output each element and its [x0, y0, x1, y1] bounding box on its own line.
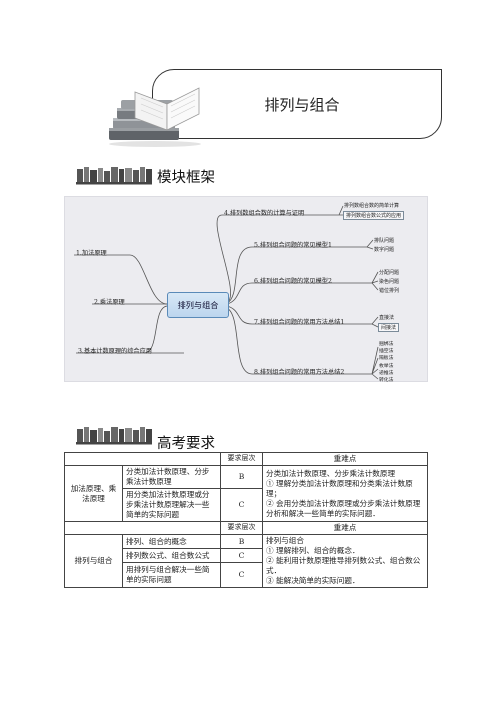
branch-label-6: 6.排列组合问题的常见模型2	[254, 278, 332, 285]
row-level: B	[220, 465, 263, 490]
leaf-item: 捆绑法	[379, 342, 394, 347]
leaf-item: 数字问题	[374, 247, 395, 253]
branch-label-combined: 3.基本计数原理的综合应用	[78, 348, 152, 355]
mind-map-center: 排列与组合	[167, 292, 229, 318]
branch-label-4: 4.排列数组合数的计算与证明	[224, 210, 305, 217]
row-level: C	[220, 562, 263, 589]
table-header-row: 要求层次 重难点	[64, 521, 428, 536]
key-points: 排列与组合 ① 理解排列、组合的概念． ② 能利用计数原理推导排列数公式、组合数…	[262, 534, 428, 589]
branch-label-addition: 1.加法原理	[76, 250, 107, 257]
header-key: 重难点	[262, 521, 428, 536]
leaf-item: 隔板法	[379, 356, 394, 362]
table-row: 排列与组合 排列、组合的概念 B 排列与组合 ① 理解排列、组合的概念． ② 能…	[64, 534, 428, 589]
bookshelf-icon	[76, 167, 152, 185]
leaf-item: 错位排列	[379, 288, 400, 294]
group-name: 排列与组合	[64, 534, 123, 589]
row-item: 用分类加法计数原理或分步乘法计数原理解决一些简单的实际问题	[122, 488, 221, 523]
table-row: 排列数公式、组合数公式 C	[65, 548, 428, 564]
leaf-item: 转化法	[379, 378, 394, 383]
leaf-item: 插空法	[379, 349, 394, 355]
mind-map-connectors	[74, 205, 379, 380]
branch-label-8: 8.排列组合问题的常用方法总结2	[254, 369, 345, 376]
title-banner	[152, 69, 442, 139]
leaf-item: 递推法	[379, 370, 394, 376]
row-item: 排列数公式、组合数公式	[122, 548, 221, 564]
header-level: 要求层次	[220, 521, 263, 536]
bookshelf-icon	[76, 427, 152, 445]
leaf-item: 排队问题	[374, 238, 395, 244]
table-header-row: 要求层次 重难点	[64, 451, 428, 467]
mind-map: 排列与组合 1.加法原理 2.乘法原理 3.基本计数原理的综合应用 4.排列数组…	[64, 196, 428, 383]
branch-label-multiplication: 2.乘法原理	[94, 299, 125, 306]
row-level: B	[220, 534, 263, 550]
table-row: 用排列与组合解决一些简单的实际问题 C	[65, 562, 428, 589]
section-title-requirements: 高考要求	[157, 436, 215, 452]
leaf-item: 直接法	[379, 315, 395, 321]
row-item: 排列、组合的概念	[122, 534, 221, 550]
branch-label-5: 5.排列组合问题的常见模型1	[254, 242, 332, 249]
page-title: 排列与组合	[264, 95, 340, 114]
branch-label-7: 7.排列组合问题的常用方法总结1	[254, 319, 345, 326]
leaf-item: 分配问题	[379, 270, 400, 276]
row-item: 分类加法计数原理、分步乘法计数原理	[122, 465, 221, 490]
header-key: 重难点	[262, 451, 428, 467]
row-item: 用排列与组合解决一些简单的实际问题	[122, 562, 221, 589]
leaf-item: 排列数组合数的简单计算	[344, 203, 400, 209]
section-title-framework: 模块框架	[157, 170, 215, 186]
leaf-item: 排列数组合数公式的应用	[343, 211, 405, 220]
leaf-item: 间接法	[378, 323, 400, 332]
leaf-item: 染色问题	[379, 279, 400, 285]
leaf-item: 枚举法	[379, 363, 394, 369]
row-level: C	[220, 488, 263, 523]
key-points: 分类加法计数原理、分步乘法计数原理 ① 理解分类加法计数原理和分类乘法计数原理；…	[262, 465, 428, 523]
row-level: C	[220, 548, 263, 564]
table-row: 加法原理、乘法原理 分类加法计数原理、分步乘法计数原理 B 分类加法计数原理、分…	[64, 465, 428, 523]
table-row: 用分类加法计数原理或分步乘法计数原理解决一些简单的实际问题 C	[65, 488, 428, 523]
books-illustration	[109, 87, 201, 147]
requirements-table: 要求层次 重难点 加法原理、乘法原理 分类加法计数原理、分步乘法计数原理 B 分…	[64, 451, 428, 589]
group-name: 加法原理、乘法原理	[64, 465, 123, 523]
header-level: 要求层次	[220, 451, 263, 467]
